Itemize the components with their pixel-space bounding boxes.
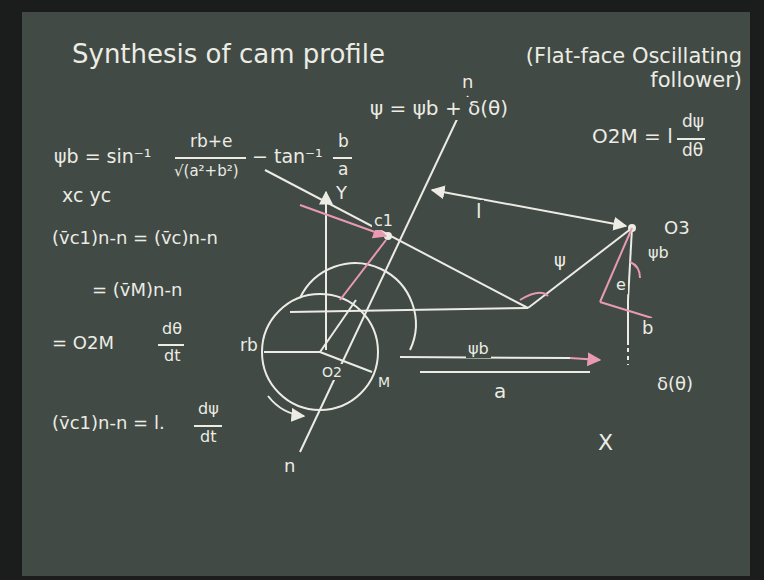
length-label: l — [474, 200, 484, 223]
formula: dψ — [680, 112, 706, 132]
formula: rb+e — [188, 132, 234, 152]
board — [22, 12, 750, 576]
fraction-bar — [333, 157, 352, 159]
point-label: M — [376, 374, 392, 390]
pink-line — [600, 302, 652, 318]
x-axis-arrow — [570, 358, 600, 360]
angle-label: ψb — [646, 244, 671, 262]
formula: ψ = ψb + δ(θ) — [368, 97, 510, 120]
radius — [320, 300, 356, 352]
pink-line — [600, 228, 632, 302]
formula: − tan⁻¹ — [250, 146, 325, 168]
radius — [264, 351, 320, 353]
axis-label: X — [596, 430, 615, 455]
point-label: O2 — [320, 364, 344, 380]
coordinate-label: xc yc — [60, 185, 113, 207]
pink-line — [340, 240, 386, 300]
velocity-equation: (v̄c1)n-n = l. — [50, 413, 167, 434]
formula: b — [336, 132, 351, 152]
velocity-equation: dt — [162, 347, 182, 365]
follower-arm — [528, 228, 632, 308]
angle-label: δ(θ) — [655, 374, 695, 395]
velocity-equation: (v̄c1)n-n = (v̄c)n-n — [50, 228, 220, 249]
formula: dθ — [680, 141, 705, 161]
angle-label: ψ — [552, 250, 568, 271]
fraction-bar — [158, 344, 184, 346]
radius-label: rb — [238, 336, 260, 356]
fraction-bar — [677, 138, 705, 140]
formula: O2M = l — [590, 125, 675, 148]
dimension-a — [420, 371, 590, 373]
normal-label: n — [460, 72, 475, 93]
velocity-equation: dθ — [160, 320, 184, 338]
pivot-link — [628, 228, 632, 300]
chalk-lines — [158, 96, 705, 452]
dimension-label: b — [640, 318, 655, 339]
normal-label: n — [282, 456, 297, 477]
pink-lines — [300, 205, 652, 360]
fraction-bar — [194, 425, 222, 427]
angle-arc — [520, 293, 548, 300]
angle-arc — [630, 262, 640, 278]
angle-label: ψb — [466, 340, 491, 358]
velocity-equation: = O2M — [50, 333, 116, 354]
offset-label: e — [614, 276, 628, 294]
formula: ψb = sin⁻¹ — [52, 146, 153, 168]
dimension-label: a — [492, 380, 508, 403]
formula: a — [336, 160, 350, 180]
velocity-equation: dt — [198, 428, 218, 446]
subtitle: (Flat-face Oscillating follower) — [445, 44, 744, 92]
fraction-bar — [175, 157, 246, 159]
velocity-equation: dψ — [196, 400, 221, 418]
point-label: O3 — [662, 218, 692, 239]
length-arrow — [432, 190, 626, 226]
axis-label: Y — [334, 183, 349, 204]
rotation-arrow — [268, 396, 304, 416]
follower-face — [265, 170, 528, 308]
follower-face-lower — [290, 308, 528, 312]
dimension-b — [627, 300, 629, 345]
velocity-equation: = (v̄M)n-n — [90, 280, 184, 301]
board-title: Synthesis of cam profile — [70, 40, 387, 70]
formula: √(a²+b²) — [172, 163, 241, 180]
point-label: c1 — [372, 212, 395, 230]
common-normal — [300, 96, 468, 452]
